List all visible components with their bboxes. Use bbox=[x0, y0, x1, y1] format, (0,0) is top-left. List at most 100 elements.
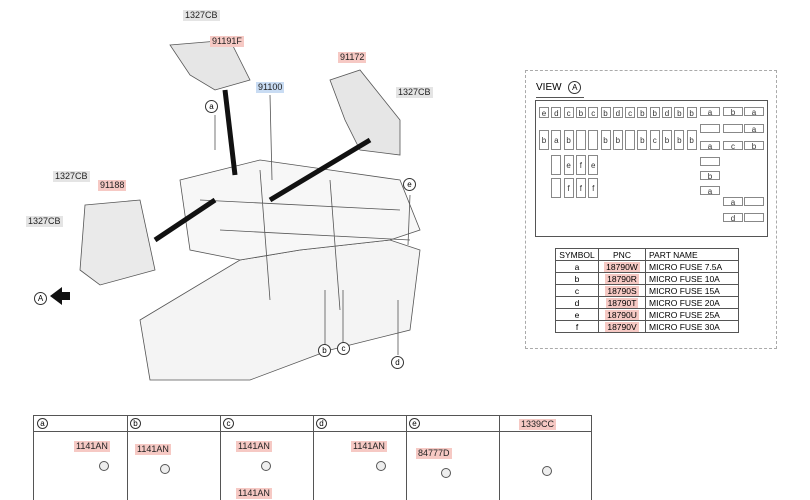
fuse-slot bbox=[744, 197, 764, 206]
fuse-slot bbox=[588, 130, 599, 150]
callout-91172: 91172 bbox=[338, 52, 367, 63]
fuse-slot: f bbox=[563, 178, 574, 198]
marker-c: c bbox=[337, 342, 350, 355]
fastener-column: 1339CC bbox=[499, 416, 592, 500]
marker-a: a bbox=[205, 100, 218, 113]
fuse-slot bbox=[700, 157, 720, 166]
dashboard-wiring-illustration bbox=[50, 39, 421, 381]
fuse-slot: b bbox=[612, 130, 623, 150]
part-callout: 1339CC bbox=[519, 419, 557, 430]
view-title-text: VIEW bbox=[536, 82, 562, 93]
fuse-slot: c bbox=[588, 107, 599, 118]
fuse-slot: a bbox=[551, 130, 562, 150]
fuse-slot: b bbox=[563, 130, 574, 150]
fuse-slot: b bbox=[539, 130, 549, 150]
fastener-column: e 84777D bbox=[406, 416, 500, 500]
part-name-cell: MICRO FUSE 7.5A bbox=[645, 260, 739, 273]
view-a-panel: VIEW A bbox=[525, 70, 777, 349]
marker-d: d bbox=[391, 356, 404, 369]
callout-1327cb: 1327CB bbox=[396, 87, 433, 98]
fuse-slot: c bbox=[625, 107, 636, 118]
callout-1327cb: 1327CB bbox=[26, 216, 63, 227]
fuse-slot: b bbox=[575, 107, 586, 118]
part-name-cell: MICRO FUSE 20A bbox=[645, 296, 739, 309]
view-arrow-icon bbox=[50, 287, 70, 305]
nut-icon bbox=[542, 466, 552, 476]
fuse-slot bbox=[551, 178, 562, 198]
symbol-cell: a bbox=[555, 260, 599, 273]
part-callout: 1141AN bbox=[351, 441, 387, 452]
fuse-slot bbox=[551, 155, 562, 175]
fuse-slot: d bbox=[612, 107, 623, 118]
symbol-cell: c bbox=[555, 284, 599, 297]
fuse-slot: b bbox=[649, 107, 660, 118]
symbol-cell: e bbox=[555, 308, 599, 321]
fuse-slot bbox=[723, 124, 743, 133]
fuse-slot bbox=[700, 124, 720, 133]
fastener-column: b 1141AN bbox=[127, 416, 221, 500]
part-callout: 84777D bbox=[416, 448, 452, 459]
fuse-slot: c bbox=[563, 107, 574, 118]
fuse-slot: a bbox=[744, 107, 764, 117]
fuse-slot: f bbox=[588, 178, 599, 198]
bolt-icon bbox=[376, 461, 386, 471]
pnc-cell: 18790U bbox=[598, 308, 646, 321]
fuse-slot: d bbox=[662, 107, 672, 118]
fuse-slot: a bbox=[700, 186, 720, 196]
column-header: PNC bbox=[598, 248, 646, 261]
bolt-icon bbox=[261, 461, 271, 471]
fuse-slot: e bbox=[539, 107, 549, 118]
callout-1327cb: 1327CB bbox=[53, 171, 90, 182]
column-marker: b bbox=[130, 418, 141, 429]
fuse-slot bbox=[575, 130, 586, 150]
fuse-slot: b bbox=[600, 107, 611, 118]
marker-b: b bbox=[318, 344, 331, 357]
fuse-slot: d bbox=[723, 213, 743, 223]
part-callout: 1141AN bbox=[236, 441, 272, 452]
callout-91191f: 91191F bbox=[210, 36, 244, 47]
fuse-slot: b bbox=[662, 130, 672, 150]
fuse-slot: b bbox=[674, 107, 685, 118]
column-header: PART NAME bbox=[645, 248, 739, 261]
fuse-slot: b bbox=[686, 130, 697, 150]
column-marker: e bbox=[409, 418, 420, 429]
fuse-slot: b bbox=[723, 107, 743, 117]
fuse-slot: b bbox=[686, 107, 697, 118]
divider bbox=[34, 431, 591, 432]
marker-e: e bbox=[403, 178, 416, 191]
fuse-slot bbox=[625, 130, 636, 150]
fuse-slot: a bbox=[700, 141, 720, 151]
fuse-slot: b bbox=[637, 130, 648, 150]
part-callout: 1141AN bbox=[135, 444, 171, 455]
bolt-icon bbox=[160, 464, 170, 474]
fuse-slot: b bbox=[744, 141, 764, 151]
part-name-cell: MICRO FUSE 15A bbox=[645, 284, 739, 297]
fuse-slot: b bbox=[600, 130, 611, 150]
symbol-cell: d bbox=[555, 296, 599, 309]
symbol-cell: f bbox=[555, 320, 599, 333]
column-marker: a bbox=[37, 418, 48, 429]
view-title-marker: A bbox=[568, 81, 582, 94]
view-marker-a: A bbox=[34, 292, 47, 305]
fuse-slot: e bbox=[588, 155, 599, 175]
pnc-cell: 18790W bbox=[598, 260, 646, 273]
pnc-cell: 18790V bbox=[598, 320, 646, 333]
callout-1327cb: 1327CB bbox=[183, 10, 220, 21]
part-name-cell: MICRO FUSE 10A bbox=[645, 272, 739, 285]
part-name-cell: MICRO FUSE 25A bbox=[645, 308, 739, 321]
pnc-cell: 18790T bbox=[598, 296, 646, 309]
pnc-cell: 18790R bbox=[598, 272, 646, 285]
fuse-slot: a bbox=[744, 124, 764, 134]
fuse-slot: c bbox=[723, 141, 743, 151]
pnc-cell: 18790S bbox=[598, 284, 646, 297]
